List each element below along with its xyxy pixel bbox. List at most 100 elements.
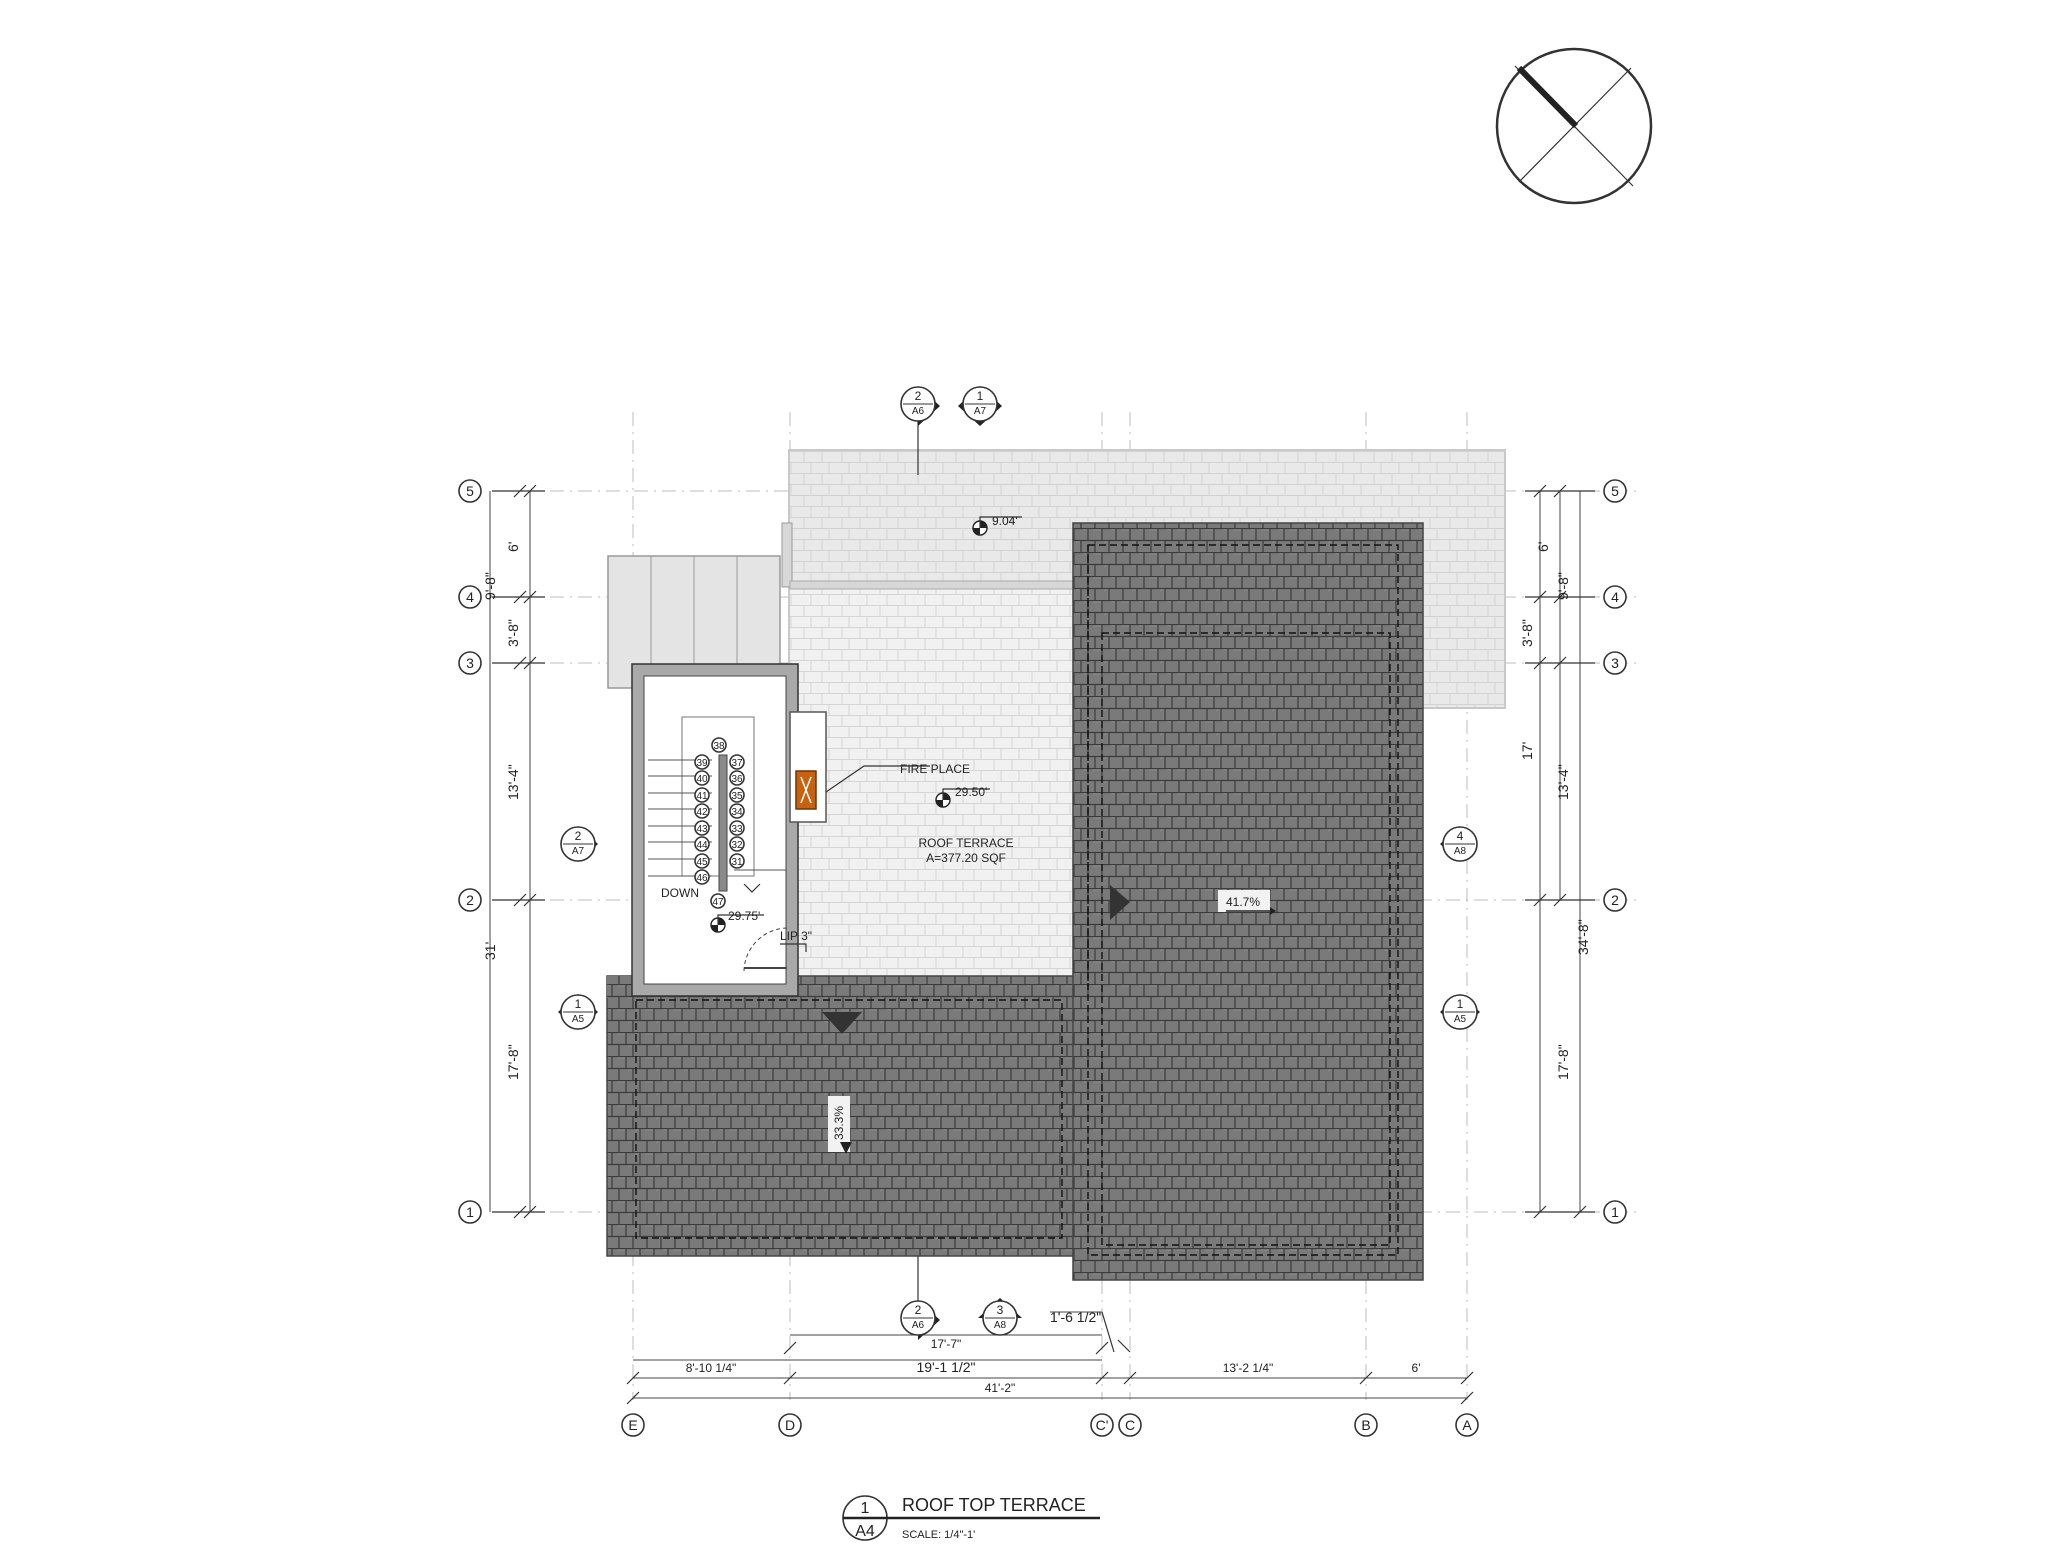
terrace-area-label: A=377.20 SQF <box>926 851 1006 865</box>
svg-text:41: 41 <box>696 791 708 802</box>
section-marker-top-a7: 1 A7 <box>958 386 1002 426</box>
svg-text:34'-8": 34'-8" <box>1575 919 1591 955</box>
svg-text:A: A <box>1462 1417 1472 1433</box>
svg-text:5: 5 <box>466 483 474 499</box>
svg-text:9'-8": 9'-8" <box>482 572 498 600</box>
svg-text:29.50': 29.50' <box>955 785 987 799</box>
svg-text:C: C <box>1125 1417 1135 1433</box>
section-marker-top-a6: 2 A6 <box>900 386 940 475</box>
svg-text:17'-7": 17'-7" <box>931 1337 962 1351</box>
elevation-marker-terrace: 29.50' <box>935 785 990 808</box>
drawing-title: ROOF TOP TERRACE <box>902 1495 1086 1515</box>
slope-tag-left: 33.3% <box>828 1096 852 1154</box>
dimensions-left: 6' 9'-8" 3'-8" 13'-4" 31' 17'-8" <box>482 484 545 1219</box>
section-marker-left-a5: 1 A5 <box>558 994 598 1030</box>
svg-text:13'-4": 13'-4" <box>505 764 521 800</box>
svg-text:32: 32 <box>731 840 743 851</box>
elevation-marker-top: 9.04' <box>972 514 1022 536</box>
svg-text:9'-8": 9'-8" <box>1555 572 1571 600</box>
svg-text:E: E <box>628 1417 637 1433</box>
svg-text:1: 1 <box>575 997 582 1011</box>
svg-text:13'-2 1/4": 13'-2 1/4" <box>1223 1361 1274 1375</box>
svg-text:40: 40 <box>696 774 708 785</box>
svg-text:1: 1 <box>977 389 984 403</box>
svg-text:43: 43 <box>696 824 708 835</box>
svg-text:2: 2 <box>915 1303 922 1317</box>
svg-text:6': 6' <box>1412 1361 1421 1375</box>
slope-tag-right: 41.7% <box>1218 890 1276 915</box>
svg-text:3'-8": 3'-8" <box>505 619 521 647</box>
svg-text:9.04': 9.04' <box>992 514 1018 528</box>
svg-text:6': 6' <box>505 542 521 552</box>
svg-text:3: 3 <box>997 1303 1004 1317</box>
drain-arrow-icon <box>822 1012 862 1034</box>
svg-text:A8: A8 <box>1454 846 1467 857</box>
svg-text:A6: A6 <box>912 406 925 417</box>
svg-text:33: 33 <box>731 824 743 835</box>
svg-text:35: 35 <box>731 791 743 802</box>
grid-bubbles-cols: E D C' C B A <box>621 1413 1479 1437</box>
north-arrow <box>1495 47 1653 205</box>
svg-text:45: 45 <box>696 857 708 868</box>
svg-text:8'-10 1/4": 8'-10 1/4" <box>686 1361 737 1375</box>
svg-text:6': 6' <box>1535 542 1551 552</box>
svg-text:4: 4 <box>1611 589 1619 605</box>
roof-terrace-label: ROOF TERRACE <box>918 836 1013 850</box>
svg-text:3: 3 <box>466 655 474 671</box>
lip-note: LIP 3" <box>780 929 812 952</box>
svg-text:A7: A7 <box>572 846 585 857</box>
section-marker-right-a5: 1 A5 <box>1440 994 1480 1030</box>
slope-left-label: 33.3% <box>832 1106 846 1140</box>
dimensions-right: 6' 9'-8" 3'-8" 17' 13'-4" 34'-8" 17'-8" <box>1519 484 1595 1219</box>
svg-text:29.75': 29.75' <box>728 909 760 923</box>
roof-terrace-deck <box>781 522 1075 976</box>
svg-text:2: 2 <box>466 892 474 908</box>
svg-text:46: 46 <box>696 873 708 884</box>
stair-enclosure: 39 40 41 42 43 44 45 46 37 36 35 34 33 3… <box>631 663 799 997</box>
sheet-number: A4 <box>855 1523 875 1540</box>
svg-text:5: 5 <box>1611 483 1619 499</box>
svg-text:LIP 3": LIP 3" <box>780 929 812 943</box>
svg-text:42: 42 <box>696 807 708 818</box>
stair-tread-right: 37 36 35 34 33 32 31 <box>729 754 745 869</box>
svg-text:36: 36 <box>731 774 743 785</box>
svg-text:3: 3 <box>1611 655 1619 671</box>
title-block: 1 A4 ROOF TOP TERRACE SCALE: 1/4"-1' <box>842 1495 1100 1541</box>
svg-text:C': C' <box>1096 1417 1109 1433</box>
svg-text:1'-6 1/2": 1'-6 1/2" <box>1050 1309 1101 1325</box>
drawing-scale: SCALE: 1/4"-1' <box>902 1529 975 1541</box>
svg-text:4: 4 <box>1457 829 1464 843</box>
svg-text:2: 2 <box>915 389 922 403</box>
section-marker-right-a8: 4 A8 <box>1440 826 1478 862</box>
fireplace: FIRE PLACE <box>789 711 970 823</box>
svg-text:1: 1 <box>466 1204 474 1220</box>
svg-text:3'-8": 3'-8" <box>1519 619 1535 647</box>
svg-text:13'-4": 13'-4" <box>1555 764 1571 800</box>
svg-text:37: 37 <box>731 758 743 769</box>
section-marker-left-a7: 2 A7 <box>560 826 598 862</box>
section-marker-bottom-a6: 2 A6 <box>900 1256 940 1340</box>
svg-text:A6: A6 <box>912 1320 925 1331</box>
svg-text:A5: A5 <box>1454 1014 1467 1025</box>
dimensions-bottom: 1'-6 1/2" 17'-7" 8'-10 1/4" 19'-1 1/2" 1… <box>626 1309 1474 1405</box>
svg-text:17'-8": 17'-8" <box>505 1044 521 1080</box>
elevation-marker-stair: 29.75' <box>710 909 764 933</box>
stair-tread-left: 39 40 41 42 43 44 45 46 <box>694 754 710 885</box>
svg-text:44: 44 <box>696 840 708 851</box>
svg-text:D: D <box>785 1417 795 1433</box>
stair-tread-bottom: 47 <box>712 897 724 908</box>
down-label: DOWN <box>661 886 699 900</box>
svg-text:31': 31' <box>482 942 498 960</box>
svg-text:17'-8": 17'-8" <box>1555 1044 1571 1080</box>
svg-text:1: 1 <box>1611 1204 1619 1220</box>
svg-text:39: 39 <box>696 758 708 769</box>
svg-text:2: 2 <box>575 829 582 843</box>
svg-text:41'-2": 41'-2" <box>985 1381 1016 1395</box>
section-marker-bottom-a8: 3 A8 <box>978 1298 1022 1336</box>
svg-text:4: 4 <box>466 589 474 605</box>
svg-text:19'-1 1/2": 19'-1 1/2" <box>916 1359 975 1375</box>
svg-text:A7: A7 <box>974 406 987 417</box>
slope-arrow-icon <box>1110 885 1130 920</box>
grid-bubbles-rows: 5 4 3 2 1 5 4 3 2 1 <box>458 479 1627 1224</box>
